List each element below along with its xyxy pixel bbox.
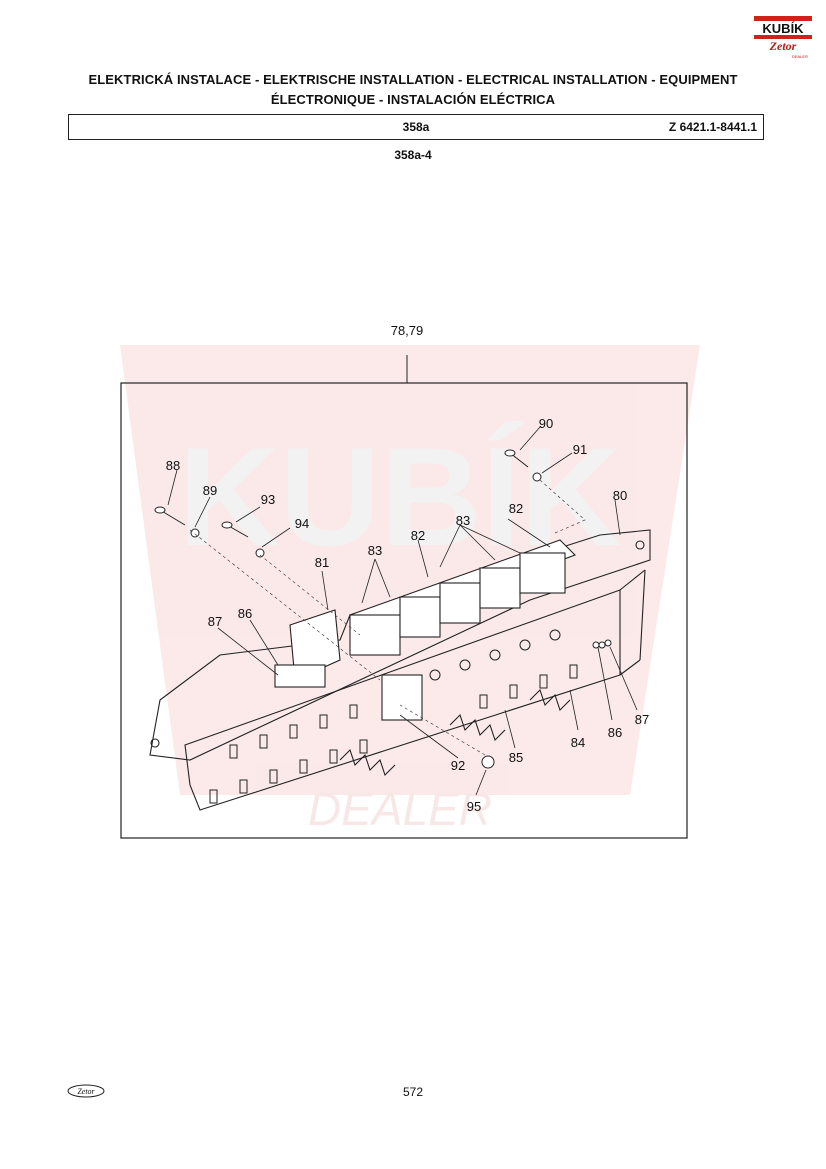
callout-86-left: 86 (238, 606, 252, 621)
callout-85: 85 (509, 750, 523, 765)
callout-95: 95 (467, 799, 481, 814)
callout-81: 81 (315, 555, 329, 570)
terminal-slots (209, 664, 578, 804)
svg-text:DEALER: DEALER (792, 54, 808, 59)
dealer-watermark: KUBÍK DEALER (120, 345, 700, 835)
svg-text:DEALER: DEALER (308, 783, 492, 835)
callout-82-right: 82 (509, 501, 523, 516)
callout-83-right: 83 (456, 513, 470, 528)
callout-94: 94 (295, 516, 309, 531)
exploded-parts-diagram: KUBÍK DEALER (120, 323, 700, 839)
callout-92: 92 (451, 758, 465, 773)
callout-82-left: 82 (411, 528, 425, 543)
fuse-holes (429, 629, 561, 681)
callout-78-79: 78,79 (391, 323, 424, 338)
assembly-lines (189, 479, 586, 756)
svg-text:Zetor: Zetor (77, 1087, 95, 1096)
callout-86-right: 86 (608, 725, 622, 740)
section-number: 358a (402, 120, 430, 134)
diagram-frame (120, 382, 688, 839)
relay-blocks (349, 539, 576, 656)
svg-text:KUBÍK: KUBÍK (762, 21, 804, 36)
callout-labels: 78,79 90 91 88 89 93 94 80 82 83 82 83 8… (166, 323, 649, 814)
callout-87-right: 87 (635, 712, 649, 727)
callout-89: 89 (203, 483, 217, 498)
spring-contacts (339, 688, 571, 777)
reference-bar: 358a Z 6421.1-8441.1 (68, 114, 764, 140)
fasteners (154, 449, 612, 769)
callout-84: 84 (571, 735, 585, 750)
callout-93: 93 (261, 492, 275, 507)
callout-91: 91 (573, 442, 587, 457)
page-number: 572 (402, 1085, 424, 1099)
figure-reference: 358a-4 (394, 148, 432, 162)
callout-88: 88 (166, 458, 180, 473)
svg-text:Zetor: Zetor (769, 39, 797, 53)
kubik-zetor-logo: KUBÍK Zetor DEALER (754, 16, 812, 59)
callout-83-left: 83 (368, 543, 382, 558)
callout-90: 90 (539, 416, 553, 431)
zetor-footer-logo: Zetor (67, 1084, 105, 1098)
callout-87-left: 87 (208, 614, 222, 629)
title-line-2: ÉLECTRONIQUE - INSTALACIÓN ELÉCTRICA (270, 92, 556, 107)
callout-80: 80 (613, 488, 627, 503)
leader-lines (167, 426, 638, 796)
title-line-1: ELEKTRICKÁ INSTALACE - ELEKTRISCHE INSTA… (88, 72, 738, 87)
model-code: Z 6421.1-8441.1 (668, 120, 757, 134)
bracket-81 (274, 609, 423, 721)
